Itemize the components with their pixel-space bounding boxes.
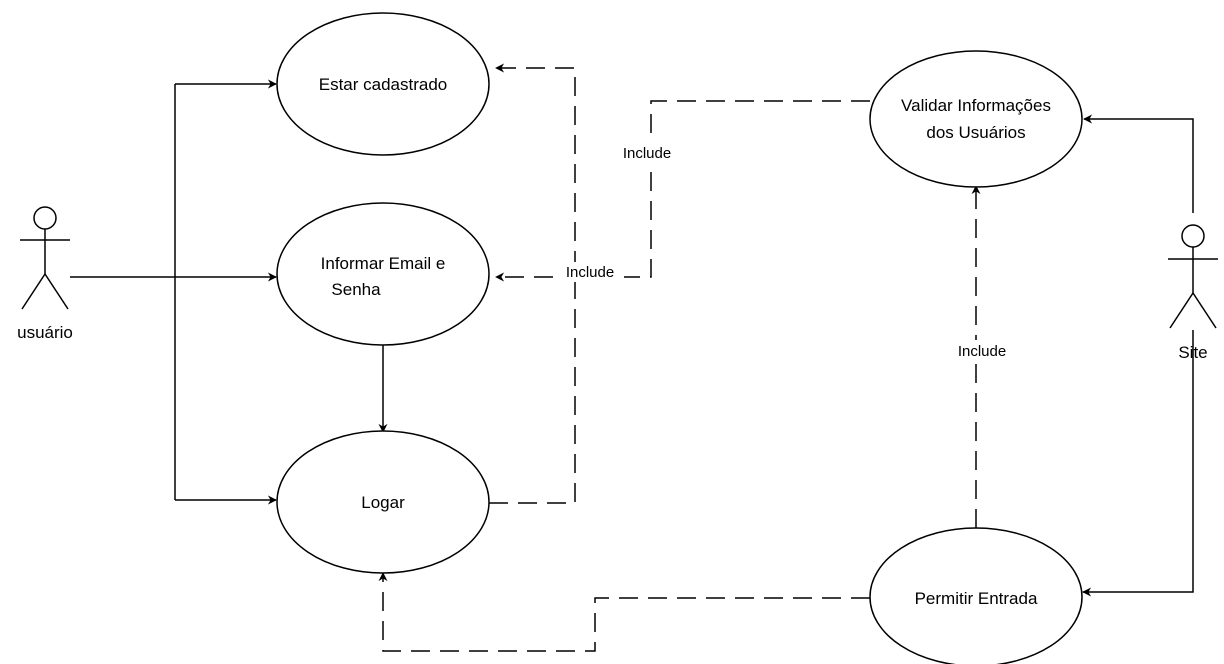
actor-site[interactable]: Site <box>1168 224 1218 362</box>
actor-usuario[interactable]: usuário <box>17 206 73 342</box>
use-case-label: Permitir Entrada <box>915 589 1038 608</box>
edge-site-validar <box>1083 114 1194 213</box>
usuario-connectors <box>70 79 388 505</box>
use-case-validar-informacoes[interactable]: Validar Informações dos Usuários <box>869 50 1083 188</box>
site-connectors <box>1082 114 1194 597</box>
use-case-logar[interactable]: Logar <box>276 430 490 574</box>
use-case-permitir-entrada[interactable]: Permitir Entrada <box>869 527 1083 664</box>
stick-figure-icon <box>20 206 70 310</box>
use-case-label: Validar Informações <box>901 96 1051 115</box>
use-case-label: dos Usuários <box>926 123 1025 142</box>
use-case-label: Estar cadastrado <box>319 75 448 94</box>
edge-site-permitir <box>1082 330 1194 597</box>
edge-logar-estar-cadastrado <box>489 63 576 504</box>
use-case-informar-email-senha[interactable]: Informar Email e Senha <box>276 202 490 346</box>
edge-permitir-logar <box>378 572 870 652</box>
include-label: Include <box>566 264 614 281</box>
use-case-label: Logar <box>361 493 405 512</box>
edge-validar-informar <box>495 100 870 282</box>
include-label: Include <box>623 145 671 162</box>
actor-label: usuário <box>17 323 73 342</box>
use-case-estar-cadastrado[interactable]: Estar cadastrado <box>276 12 490 156</box>
use-case-label: Senha <box>331 280 381 299</box>
include-label: Include <box>958 343 1006 360</box>
stick-figure-icon <box>1168 224 1218 329</box>
use-case-label: Informar Email e <box>321 254 446 273</box>
